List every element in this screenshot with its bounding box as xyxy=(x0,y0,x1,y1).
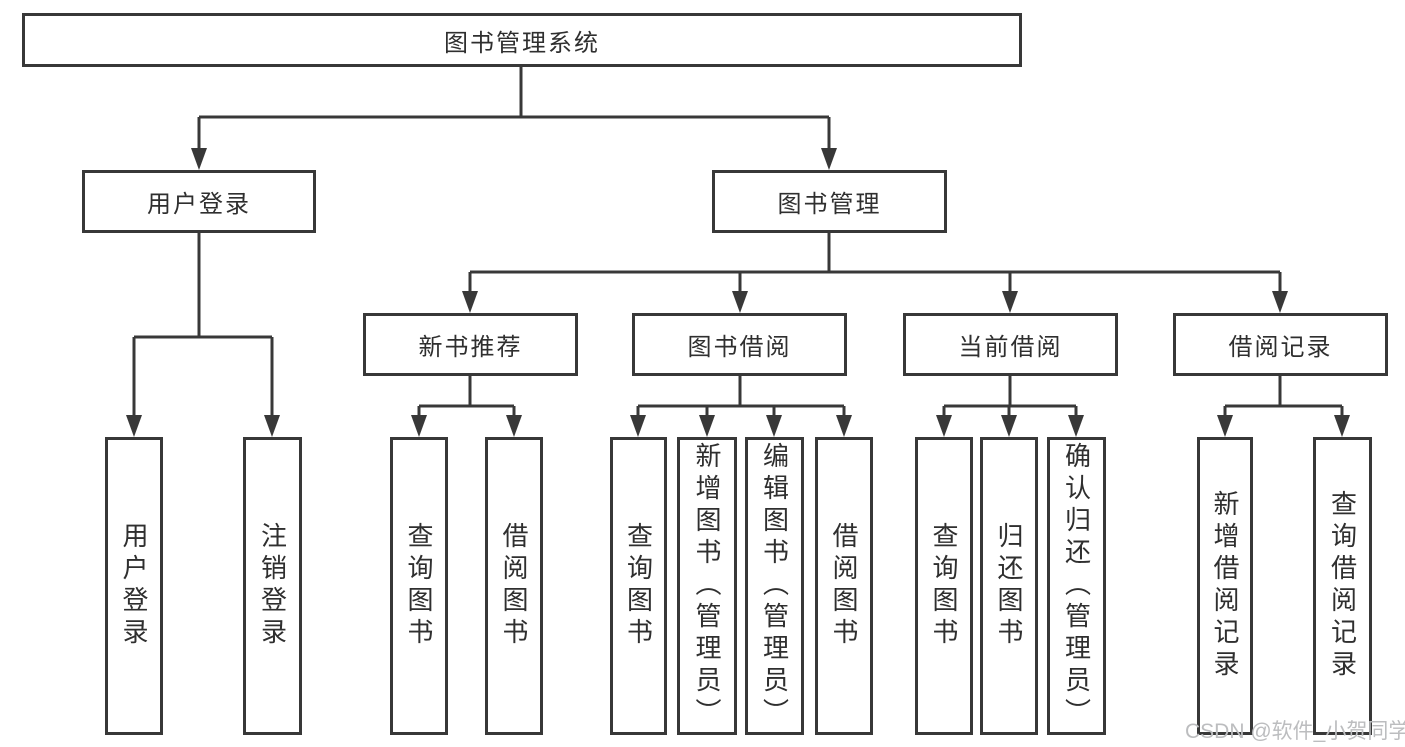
node-records-add-record: 新增借阅记录 xyxy=(1197,437,1253,735)
node-system-root: 图书管理系统 xyxy=(22,13,1022,67)
leaf-label: 查询图书 xyxy=(929,522,959,650)
node-borrowing-add-books-admin: 新增图书（管理员） xyxy=(677,437,737,735)
leaf-label: 新增借阅记录 xyxy=(1210,490,1240,682)
node-current-borrowing: 当前借阅 xyxy=(903,313,1118,376)
leaf-label: 查询图书 xyxy=(404,522,434,650)
node-borrowing-edit-books-admin: 编辑图书（管理员） xyxy=(745,437,804,735)
node-book-borrowing: 图书借阅 xyxy=(632,313,847,376)
node-book-management: 图书管理 xyxy=(712,170,947,233)
leaf-label: 编辑图书（管理员） xyxy=(759,442,790,730)
node-user-login: 用户登录 xyxy=(82,170,316,233)
leaf-label: 确认归还（管理员） xyxy=(1061,442,1092,730)
node-records-query-record: 查询借阅记录 xyxy=(1313,437,1372,735)
node-new-book-recommend: 新书推荐 xyxy=(363,313,578,376)
csdn-watermark: CSDN @软件_小贺同学 xyxy=(1185,720,1405,743)
node-borrowing-query-books: 查询图书 xyxy=(610,437,667,735)
leaf-label: 新增图书（管理员） xyxy=(692,442,722,730)
leaf-label: 查询借阅记录 xyxy=(1327,490,1358,682)
arrowheads xyxy=(126,148,1350,437)
node-leaf-user-login: 用户登录 xyxy=(105,437,163,735)
node-recommend-query-books: 查询图书 xyxy=(390,437,448,735)
node-borrowing-records: 借阅记录 xyxy=(1173,313,1388,376)
leaf-label: 注销登录 xyxy=(257,522,288,650)
node-current-return-books: 归还图书 xyxy=(980,437,1038,735)
leaf-label: 借阅图书 xyxy=(499,522,529,650)
node-current-query-books: 查询图书 xyxy=(915,437,973,735)
leaf-label: 借阅图书 xyxy=(829,522,859,650)
node-current-confirm-return-admin: 确认归还（管理员） xyxy=(1047,437,1106,735)
leaf-label: 归还图书 xyxy=(994,522,1024,650)
leaf-label: 查询图书 xyxy=(623,522,654,650)
leaf-label: 用户登录 xyxy=(119,522,149,650)
node-leaf-logout: 注销登录 xyxy=(243,437,302,735)
node-recommend-borrow-books: 借阅图书 xyxy=(485,437,543,735)
node-borrowing-borrow-books: 借阅图书 xyxy=(815,437,873,735)
